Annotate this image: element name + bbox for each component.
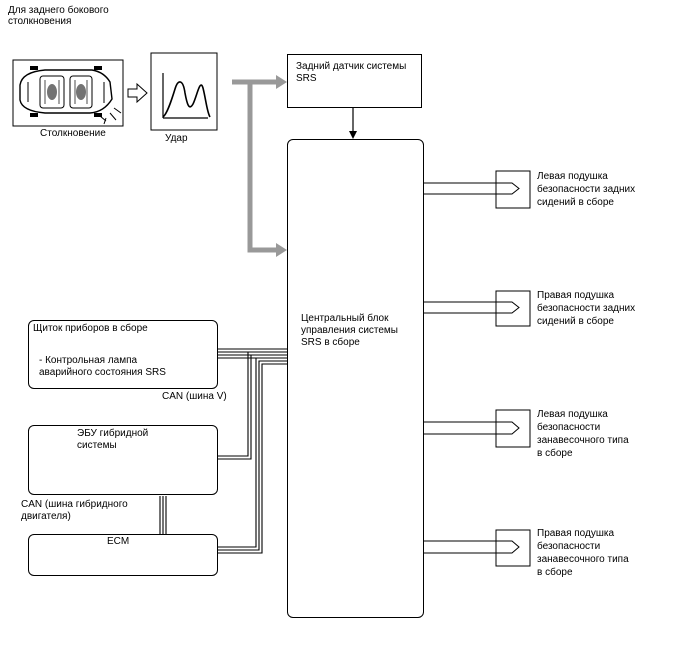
airbag-3-line-4: в сборе — [537, 567, 573, 578]
rear-sensor-line-1: Задний датчик системы — [296, 61, 407, 72]
collision-image — [12, 59, 124, 127]
central-unit-line-2: управления системы — [301, 325, 398, 336]
ecm-box: ECM — [28, 534, 218, 576]
header-line-1: Для заднего бокового — [8, 5, 109, 16]
sensor-to-central-arrow — [349, 108, 357, 139]
hybrid-ecu-line-1: ЭБУ гибридной — [77, 428, 149, 439]
can-hybrid-line-2: двигателя) — [21, 511, 71, 522]
ecm-label: ECM — [107, 536, 130, 547]
meter-title: Щиток приборов в сборе — [33, 323, 148, 334]
airbag-1-line-2: безопасности задних — [537, 303, 636, 314]
can-v-label: CAN (шина V) — [162, 391, 227, 402]
airbag-0-line-2: безопасности задних — [537, 184, 636, 195]
rear-srs-sensor-box: Задний датчик системы SRS — [287, 54, 422, 108]
airbag-connector-boxes — [495, 170, 531, 567]
collision-label: Столкновение — [40, 128, 106, 139]
central-unit-line-1: Центральный блок — [301, 313, 389, 324]
can-hybrid-line-1: CAN (шина гибридного — [21, 499, 128, 510]
header-line-2: столкновения — [8, 16, 72, 27]
airbag-2-line-2: безопасности — [537, 422, 601, 433]
hybrid-ecu-box: ЭБУ гибридной системы — [28, 425, 218, 495]
rear-sensor-line-2: SRS — [296, 73, 317, 84]
impact-label: Удар — [165, 133, 188, 144]
gray-signal-arrows — [232, 75, 287, 257]
airbag-3-line-1: Правая подушка — [537, 528, 615, 539]
meter-sub-2: аварийного состояния SRS — [39, 367, 166, 378]
meter-sub-1: - Контрольная лампа — [39, 355, 138, 366]
meter-assembly-box: Щиток приборов в сборе - Контрольная лам… — [28, 320, 218, 389]
airbag-3-line-2: безопасности — [537, 541, 601, 552]
airbag-1-line-1: Правая подушка — [537, 290, 615, 301]
hybrid-ecu-line-2: системы — [77, 440, 117, 451]
central-unit-line-3: SRS в сборе — [301, 337, 360, 348]
central-srs-unit-box: Центральный блок управления системы SRS … — [287, 139, 424, 618]
can-bus-lines — [159, 348, 288, 554]
airbag-0-line-3: сидений в сборе — [537, 197, 614, 208]
impact-graph — [150, 52, 218, 131]
airbag-2-line-3: занавесочного типа — [537, 435, 629, 446]
airbag-3-line-3: занавесочного типа — [537, 554, 629, 565]
airbag-1-line-3: сидений в сборе — [537, 316, 614, 327]
airbag-0-line-1: Левая подушка — [537, 171, 608, 182]
hollow-arrow-icon — [127, 82, 148, 104]
airbag-2-line-1: Левая подушка — [537, 409, 608, 420]
airbag-outputs — [424, 182, 513, 554]
airbag-2-line-4: в сборе — [537, 448, 573, 459]
